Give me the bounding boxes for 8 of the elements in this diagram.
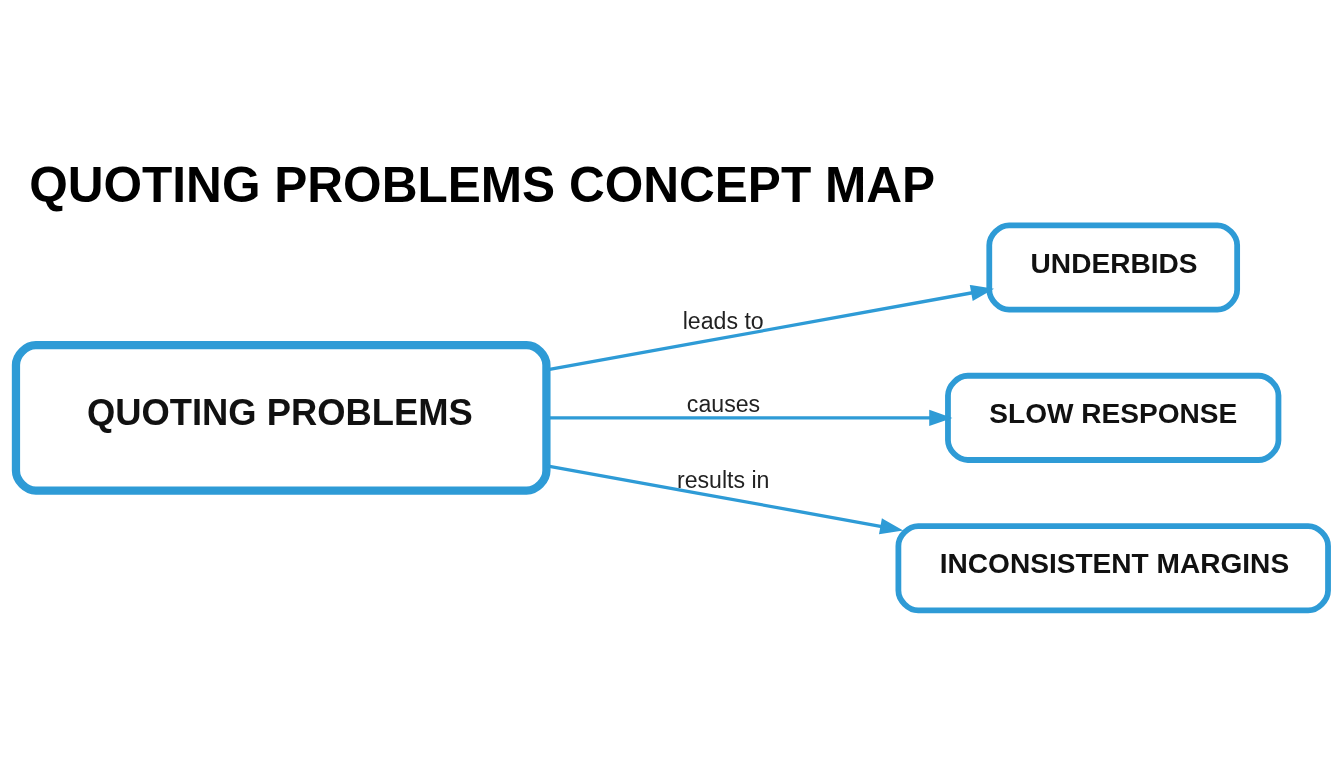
node-box: INCONSISTENT MARGINS xyxy=(895,523,1331,614)
node-box: QUOTING PROBLEMS xyxy=(11,341,551,495)
diagram-title: QUOTING PROBLEMS CONCEPT MAP xyxy=(29,157,936,214)
edge-label: leads to xyxy=(682,307,764,334)
edge-label: causes xyxy=(686,390,761,417)
edge-label: results in xyxy=(676,466,770,493)
node-box: SLOW RESPONSE xyxy=(945,372,1282,463)
node-box: UNDERBIDS xyxy=(986,222,1241,313)
